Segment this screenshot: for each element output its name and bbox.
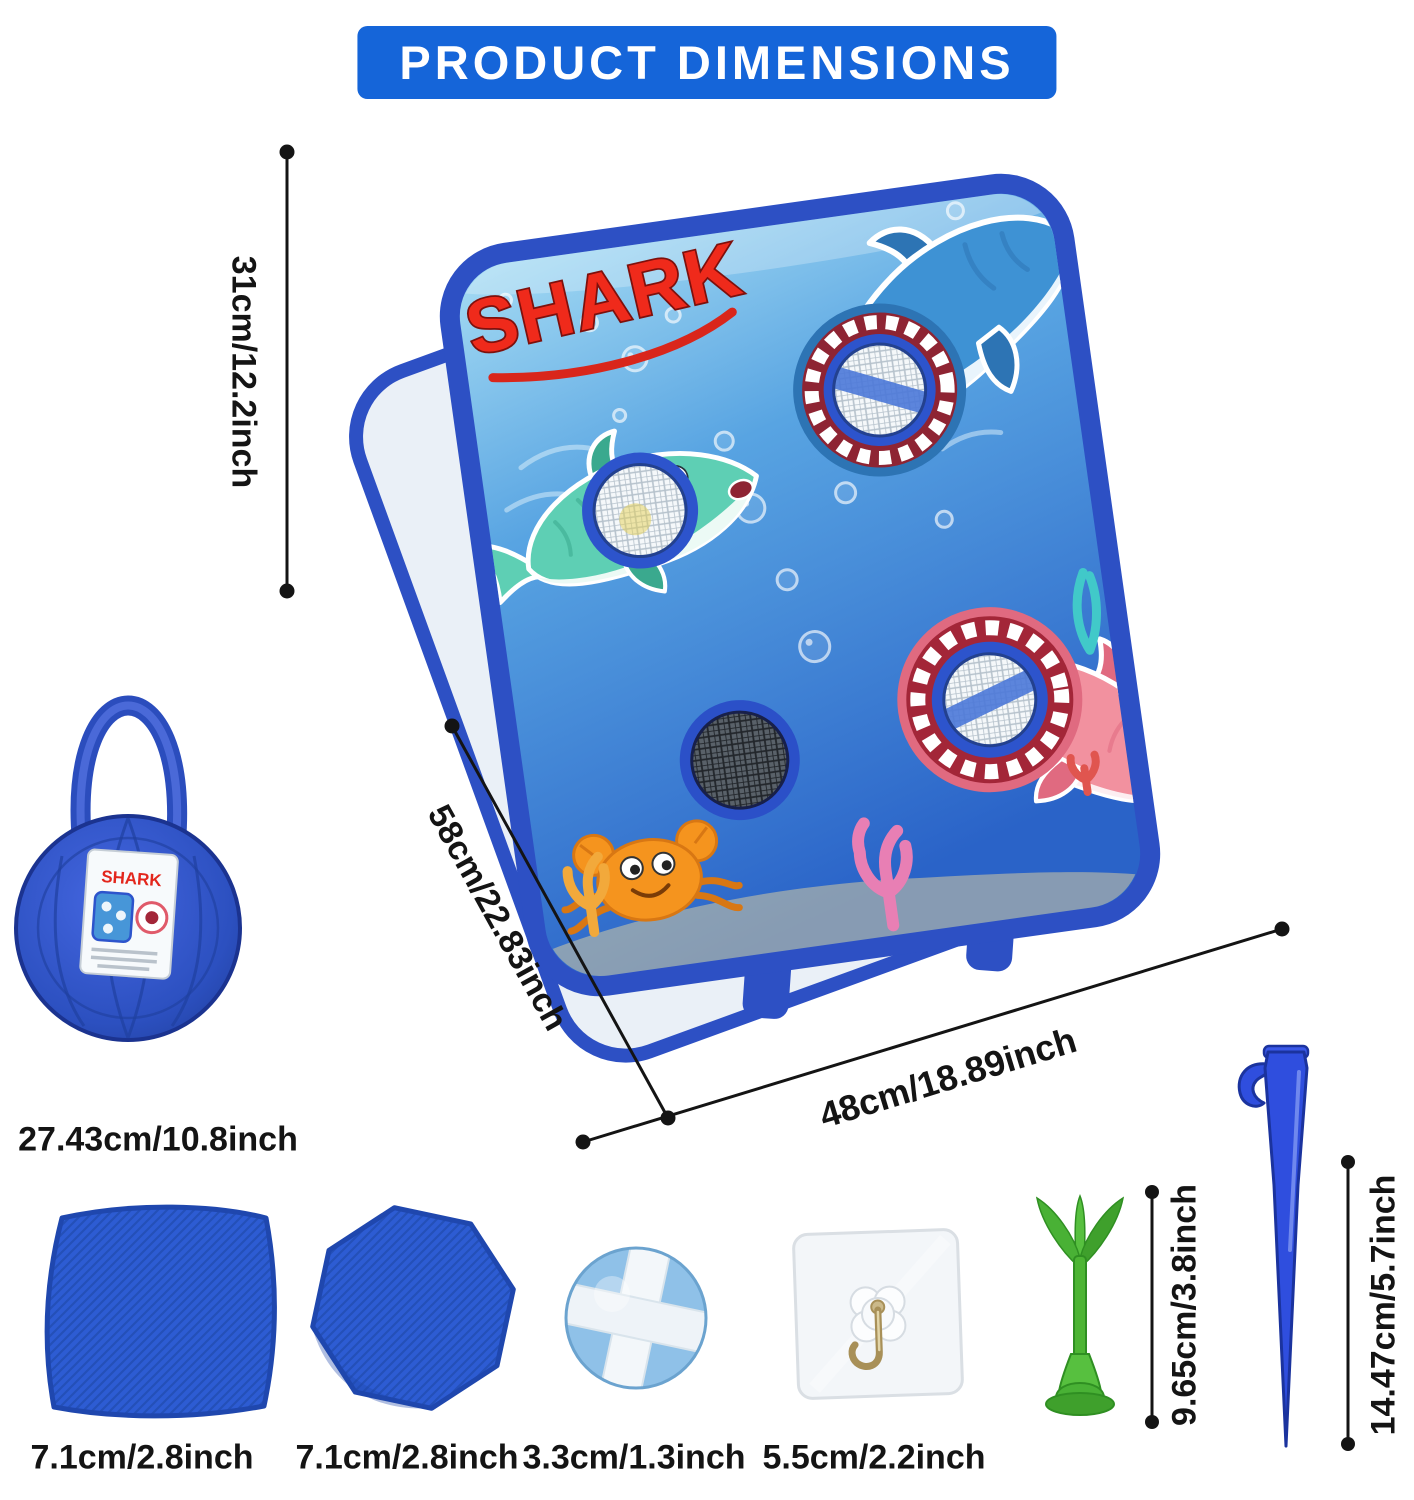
board-height-label: 31cm/12.2inch (224, 255, 263, 489)
ground-stake (1237, 1044, 1310, 1448)
mesh-pocket-right (931, 641, 1048, 758)
dimension-line-height (279, 144, 295, 599)
stake-size-label: 14.47cm/5.7inch (1364, 1174, 1403, 1436)
mesh-pocket-teal (582, 452, 699, 569)
sticky-ball-size-label: 3.3cm/1.3inch (522, 1438, 746, 1477)
toss-board: SHARK (349, 173, 1161, 1063)
dimension-lines (279, 144, 1355, 1451)
board-logo-swoosh (488, 307, 737, 383)
coral-teal (1072, 567, 1101, 655)
water-shine (452, 192, 1059, 295)
mesh-pocket-top (823, 334, 936, 447)
coral-pink (852, 817, 913, 932)
shark-blue-mouth (793, 303, 967, 477)
shark-pink-mouth (897, 607, 1083, 793)
dimension-line-dart (1145, 1185, 1159, 1429)
bean-bag (44, 1204, 277, 1419)
adhesive-hook (792, 1228, 964, 1400)
suction-dart (1035, 1193, 1125, 1416)
adhesive-hook-size-label: 5.5cm/2.2inch (762, 1438, 986, 1477)
product-dimensions-title: PRODUCT DIMENSIONS (357, 26, 1057, 99)
dart-size-label: 9.65cm/3.8inch (1165, 1184, 1204, 1426)
bag-tag: SHARK (79, 848, 179, 980)
carry-bag: SHARK (14, 695, 242, 1042)
coral-orange (562, 851, 610, 938)
coral-red (1066, 750, 1100, 796)
hook-metal (848, 1306, 883, 1370)
mesh-pocket-bottom (679, 700, 800, 821)
bean-bag-size-label: 7.1cm/2.8inch (30, 1438, 254, 1477)
dimension-line-stake (1341, 1155, 1355, 1451)
dimension-line-width (575, 921, 1290, 1150)
sticky-ball (564, 1246, 708, 1390)
water-streaks (504, 429, 1004, 513)
bag-size-label: 27.43cm/10.8inch (18, 1120, 298, 1159)
toss-disc-size-label: 7.1cm/2.8inch (295, 1438, 519, 1477)
toss-disc (310, 1205, 516, 1411)
bag-tag-title: SHARK (101, 867, 163, 890)
